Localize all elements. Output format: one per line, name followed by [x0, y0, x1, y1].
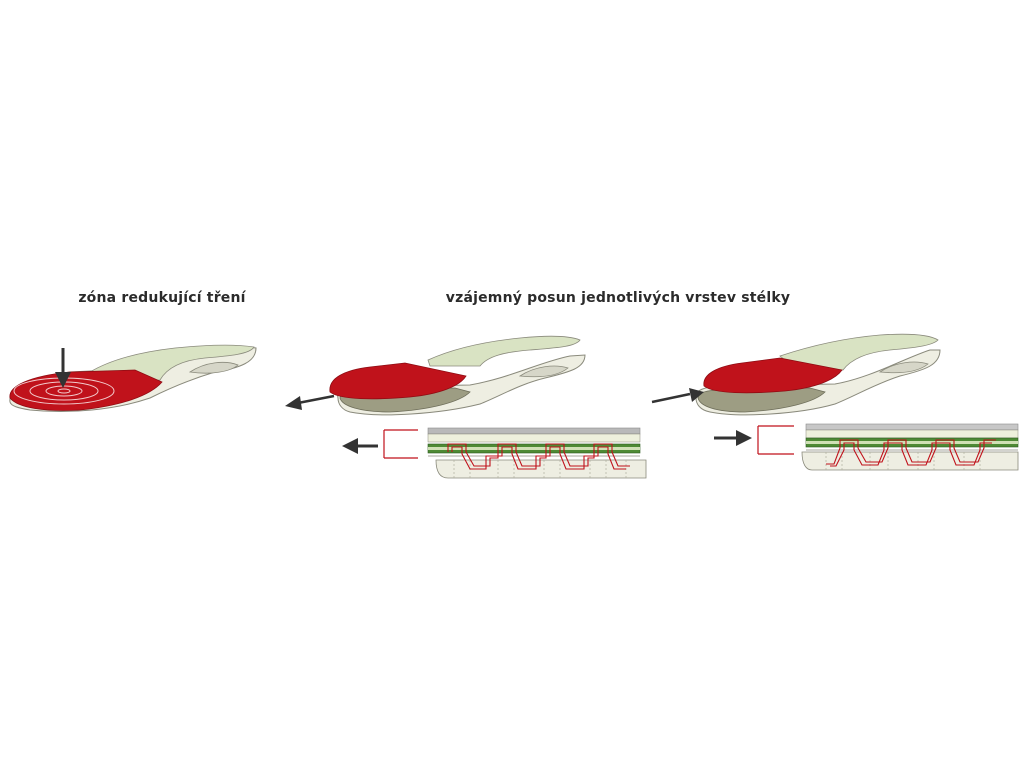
insole-shift-forward — [651, 333, 941, 416]
shifted-red-layer-forward — [703, 357, 843, 394]
shifted-red-layer-back — [329, 362, 467, 400]
friction-zone-red — [9, 369, 163, 411]
cross-section-forward — [714, 423, 1019, 471]
shift-left-arrow-icon — [285, 394, 335, 410]
cross-section-back — [342, 427, 647, 479]
cross-section-base — [435, 459, 647, 479]
shift-right-arrow-icon — [651, 388, 704, 404]
pressure-arrow-icon — [55, 348, 71, 388]
insole-shift-back — [285, 335, 586, 416]
section-left-arrow-icon — [342, 438, 378, 454]
red-springs — [447, 443, 630, 470]
insole-top-layer-right — [779, 333, 939, 373]
insole-top-layer-mid — [427, 335, 581, 367]
insole-arch — [188, 361, 239, 374]
insole-mid-layer-right — [697, 387, 826, 413]
cross-section-base-right — [801, 451, 1019, 471]
layer-shift-label: vzájemný posun jednotlivých vrstev stélk… — [445, 290, 791, 306]
red-springs-right — [826, 439, 996, 467]
insole-friction-zone — [9, 344, 257, 412]
friction-zone-label: zóna redukující tření — [78, 290, 246, 306]
section-right-arrow-icon — [714, 430, 752, 446]
layer-bracket-right — [757, 425, 794, 455]
layer-bracket-left — [383, 429, 418, 459]
